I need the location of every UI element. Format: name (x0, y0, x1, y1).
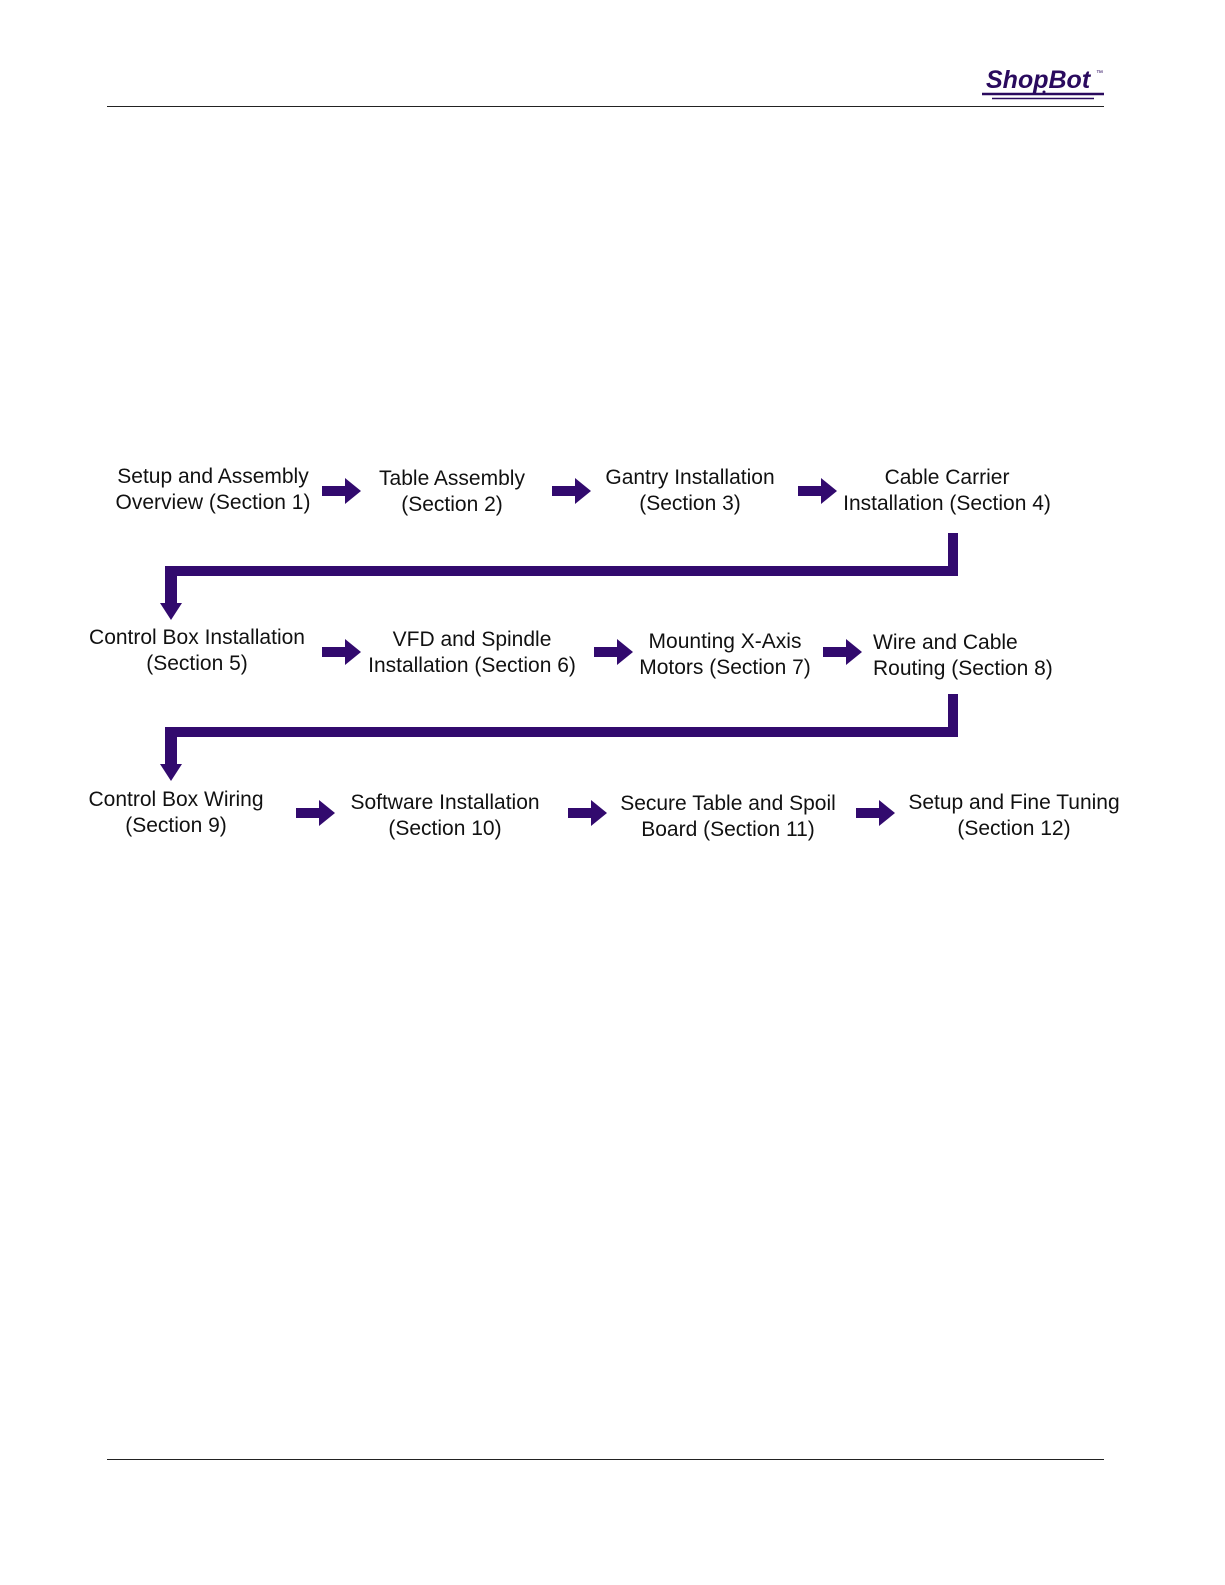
step-3-line2: (Section 3) (639, 492, 741, 515)
step-5-line1: Control Box Installation (89, 626, 305, 649)
step-10-software-installation: Software Installation (Section 10) (350, 790, 539, 842)
step-3-gantry-installation: Gantry Installation (Section 3) (605, 465, 774, 517)
arrow-10-to-11 (568, 800, 607, 826)
step-7-line1: Mounting X-Axis (648, 630, 802, 653)
arrow-9-to-10 (296, 800, 335, 826)
step-11-line2: Board (Section 11) (641, 818, 815, 841)
step-2-line2: (Section 2) (401, 493, 503, 516)
step-7-x-axis-motors: Mounting X-Axis Motors (Section 7) (639, 629, 811, 681)
step-3-line1: Gantry Installation (605, 466, 775, 489)
connector-4-to-5 (160, 533, 958, 620)
step-6-line1: VFD and Spindle (392, 628, 552, 651)
step-12-fine-tuning: Setup and Fine Tuning (Section 12) (908, 790, 1119, 842)
footer-rule (107, 1459, 1104, 1460)
step-4-line2: Installation (Section 4) (843, 492, 1051, 515)
arrow-6-to-7 (594, 639, 633, 665)
arrow-5-to-6 (322, 639, 361, 665)
shopbot-logo: ShopBot ™ (982, 66, 1104, 100)
step-7-line2: Motors (Section 7) (639, 656, 811, 679)
step-5-control-box-installation: Control Box Installation (Section 5) (89, 625, 305, 677)
step-2-line1: Table Assembly (379, 467, 525, 490)
logo-trademark: ™ (1096, 70, 1103, 77)
step-4-line1: Cable Carrier (884, 466, 1010, 489)
step-12-line1: Setup and Fine Tuning (908, 791, 1120, 814)
step-6-vfd-spindle: VFD and Spindle Installation (Section 6) (368, 627, 576, 679)
step-2-table-assembly: Table Assembly (Section 2) (379, 466, 525, 518)
step-12-line2: (Section 12) (957, 817, 1071, 840)
step-1-line1: Setup and Assembly (117, 465, 309, 488)
step-9-line2: (Section 9) (125, 814, 227, 837)
step-1-line2: Overview (Section 1) (115, 491, 311, 514)
step-5-line2: (Section 5) (146, 652, 248, 675)
step-10-line2: (Section 10) (388, 817, 502, 840)
arrow-1-to-2 (322, 478, 361, 504)
step-8-wire-cable-routing: Wire and Cable Routing (Section 8) (873, 630, 1053, 682)
logo-text: ShopBot (986, 66, 1092, 94)
step-4-cable-carrier: Cable Carrier Installation (Section 4) (843, 465, 1051, 517)
arrow-7-to-8 (823, 639, 862, 665)
step-9-control-box-wiring: Control Box Wiring (Section 9) (88, 787, 263, 839)
step-10-line1: Software Installation (350, 791, 540, 814)
header-rule (107, 106, 1104, 107)
connector-8-to-9 (160, 694, 958, 781)
arrow-2-to-3 (552, 478, 591, 504)
step-8-line2: Routing (Section 8) (873, 657, 1053, 680)
step-6-line2: Installation (Section 6) (368, 654, 576, 677)
step-11-secure-table: Secure Table and Spoil Board (Section 11… (620, 791, 836, 843)
step-11-line1: Secure Table and Spoil (620, 792, 836, 815)
arrow-11-to-12 (856, 800, 895, 826)
step-1-setup-overview: Setup and Assembly Overview (Section 1) (116, 464, 311, 516)
arrow-3-to-4 (798, 478, 837, 504)
step-8-line1: Wire and Cable (873, 631, 1018, 654)
step-9-line1: Control Box Wiring (88, 788, 264, 811)
